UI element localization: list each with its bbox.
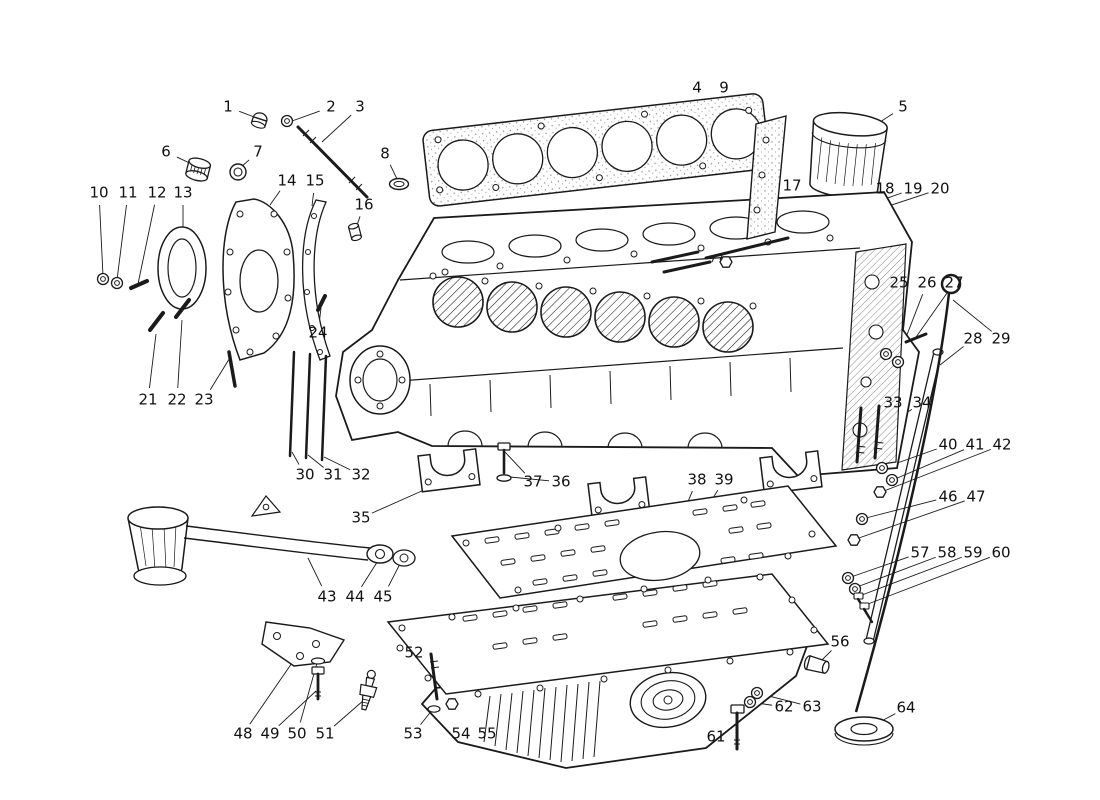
part-washer-2 <box>280 114 294 128</box>
part-washer-40 <box>875 461 889 475</box>
part-pin-21 <box>148 311 165 332</box>
part-washer-7 <box>229 163 247 181</box>
leader-line-31 <box>307 454 324 468</box>
leader-line-2 <box>291 110 320 122</box>
part-studs-33-34 <box>855 404 884 464</box>
leader-line-48 <box>249 659 295 725</box>
part-plug-6 <box>185 157 212 182</box>
part-pin-12 <box>129 279 149 290</box>
part-front-cover-plate <box>222 198 295 361</box>
part-studs-30-31-32 <box>288 350 328 462</box>
part-bolt-37 <box>497 442 511 475</box>
leader-line-29 <box>952 299 992 332</box>
part-nut-47 <box>847 534 861 546</box>
part-stud-27 <box>904 332 928 344</box>
leader-line-30 <box>291 451 300 465</box>
leader-line-47 <box>855 500 965 540</box>
leader-line-51 <box>333 699 365 727</box>
leader-line-27 <box>913 292 948 341</box>
leader-line-32 <box>323 456 351 471</box>
part-drain-plug-56 <box>803 655 830 674</box>
leader-line-46 <box>861 499 937 520</box>
part-washer-10 <box>96 272 110 286</box>
leader-line-23 <box>209 355 232 391</box>
part-stud-17 <box>704 236 790 263</box>
leader-line-11 <box>116 204 127 281</box>
leader-line-21 <box>148 333 157 389</box>
leader-line-12 <box>137 204 155 285</box>
part-head-gasket <box>422 93 771 207</box>
part-stud-19 <box>662 260 712 274</box>
part-bolt-60 <box>859 602 874 624</box>
part-sensor-51 <box>359 669 378 711</box>
part-front-cover-gasket <box>301 199 331 361</box>
part-windage-tray <box>450 485 838 599</box>
part-pin-22 <box>174 298 191 319</box>
part-pin-24 <box>316 294 327 312</box>
part-washer-53 <box>427 705 441 713</box>
leader-line-10 <box>99 204 104 277</box>
part-oil-pickup <box>127 495 394 586</box>
part-dipstick <box>854 273 962 713</box>
leader-line-59 <box>861 556 962 596</box>
leader-line-8 <box>389 164 398 180</box>
leader-line-58 <box>856 556 936 588</box>
part-washer-63 <box>750 686 764 700</box>
part-sump-baffle-plate <box>386 573 830 698</box>
part-washer-46 <box>855 512 869 526</box>
part-washer-11 <box>110 276 124 290</box>
leader-line-42 <box>883 448 991 492</box>
part-bush-16 <box>347 222 363 242</box>
part-stud-3 <box>296 125 369 199</box>
part-washer-25 <box>879 347 893 361</box>
leader-line-57 <box>850 556 909 578</box>
leader-line-41 <box>894 449 965 480</box>
part-washer-57 <box>841 571 855 585</box>
part-pickup-gasket-44 <box>392 549 416 567</box>
part-nut-20 <box>719 256 733 268</box>
part-stud-23 <box>227 350 237 388</box>
leader-line-3 <box>321 114 352 143</box>
leader-line-22 <box>177 319 183 389</box>
part-stud-18 <box>650 250 700 264</box>
leader-line-36 <box>509 476 550 482</box>
part-nut-42 <box>873 486 887 498</box>
leader-line-35 <box>371 489 425 514</box>
part-washer-26 <box>891 355 905 369</box>
part-washer-36 <box>496 474 512 482</box>
part-front-seal <box>157 226 207 310</box>
part-gasket-48 <box>261 621 346 667</box>
leader-line-49 <box>278 690 317 727</box>
leader-line-43 <box>307 557 323 587</box>
part-bolt-61 <box>730 704 745 751</box>
leader-line-37 <box>504 451 526 474</box>
part-funnel-ring-64 <box>834 716 894 746</box>
part-oring-8 <box>388 177 410 191</box>
part-bolt-49 <box>311 666 325 701</box>
part-nut-54 <box>445 698 459 710</box>
part-cylinder-liner <box>809 111 888 199</box>
leader-line-28 <box>939 346 964 366</box>
part-washer-41 <box>885 473 899 487</box>
part-dome-nut-1 <box>250 112 268 129</box>
part-engine-block <box>335 191 920 477</box>
part-stud-52 <box>429 652 440 701</box>
leader-line-14 <box>269 190 281 206</box>
part-side-gasket-strip <box>746 115 787 240</box>
part-washer-50 <box>310 657 326 665</box>
leader-line-15 <box>311 192 315 207</box>
